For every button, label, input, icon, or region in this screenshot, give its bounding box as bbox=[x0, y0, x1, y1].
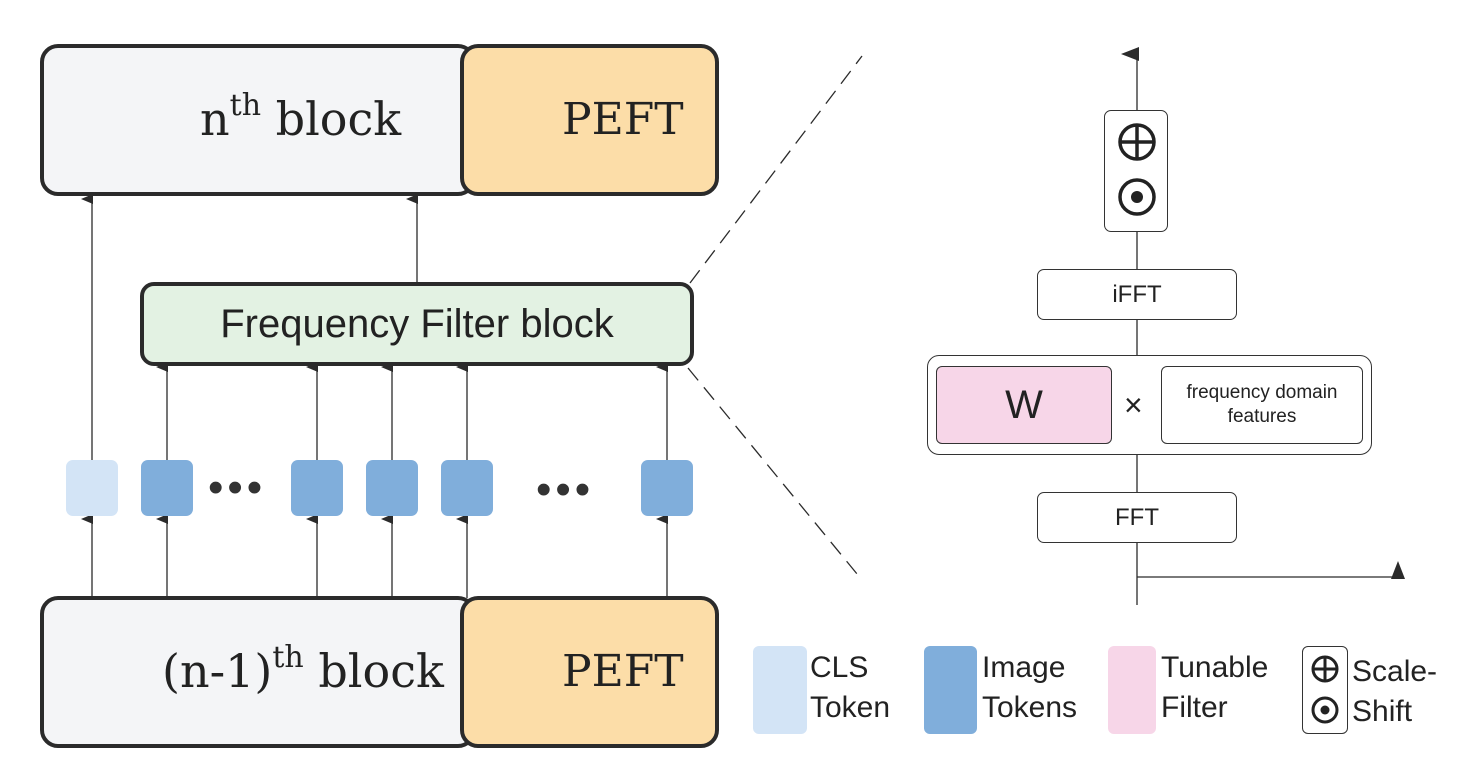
token-ellipsis-2: ••• bbox=[536, 465, 595, 514]
filter-multiply-box: W × frequency domain features bbox=[927, 355, 1372, 455]
nth-block-label: nth block bbox=[200, 88, 402, 147]
zoom-line-bottom bbox=[687, 367, 863, 581]
nth-peft-label: PEFT bbox=[562, 94, 684, 145]
legend-scale-shift-box bbox=[1302, 646, 1348, 734]
legend-image-swatch bbox=[924, 646, 977, 734]
nth-peft-block: PEFT bbox=[460, 44, 719, 196]
nth-block: nth block bbox=[40, 44, 476, 196]
prev-peft-label: PEFT bbox=[562, 646, 684, 697]
image-token-5 bbox=[641, 460, 693, 516]
token-ellipsis-1: ••• bbox=[208, 463, 267, 512]
legend-cls-text: CLS Token bbox=[810, 651, 891, 724]
frequency-filter-block: Frequency Filter block bbox=[140, 282, 694, 366]
scale-shift-op-box bbox=[1104, 110, 1168, 232]
fft-box: FFT bbox=[1037, 492, 1237, 543]
multiply-symbol: × bbox=[1124, 387, 1143, 423]
circle-plus-icon bbox=[1117, 122, 1156, 161]
prev-block: (n-1)th block bbox=[40, 596, 476, 748]
legend-scale-shift-text: Scale- Shift bbox=[1352, 655, 1438, 728]
frequency-filter-label: Frequency Filter block bbox=[220, 301, 614, 346]
circle-dot-icon bbox=[1117, 177, 1156, 216]
prev-peft-block: PEFT bbox=[460, 596, 719, 748]
fft-label: FFT bbox=[1115, 503, 1159, 531]
legend-circle-plus-icon bbox=[1311, 655, 1338, 682]
legend-cls-swatch bbox=[753, 646, 807, 734]
image-token-3 bbox=[366, 460, 418, 516]
image-token-4 bbox=[441, 460, 493, 516]
ifft-box: iFFT bbox=[1037, 269, 1237, 320]
legend-circle-dot-icon bbox=[1311, 696, 1338, 723]
image-token-1 bbox=[141, 460, 193, 516]
frequency-features-label: frequency domain features bbox=[1186, 382, 1338, 427]
legend-tunable-swatch bbox=[1108, 646, 1156, 734]
tunable-filter-w-box: W bbox=[936, 366, 1112, 444]
ifft-label: iFFT bbox=[1112, 280, 1162, 308]
frequency-features-box: frequency domain features bbox=[1161, 366, 1363, 444]
image-token-2 bbox=[291, 460, 343, 516]
legend-image-text: Image Tokens bbox=[982, 651, 1078, 724]
w-label: W bbox=[1005, 382, 1043, 427]
cls-token bbox=[66, 460, 118, 516]
legend-tunable-text: Tunable Filter bbox=[1161, 651, 1269, 724]
prev-block-label: (n-1)th block bbox=[162, 640, 444, 699]
